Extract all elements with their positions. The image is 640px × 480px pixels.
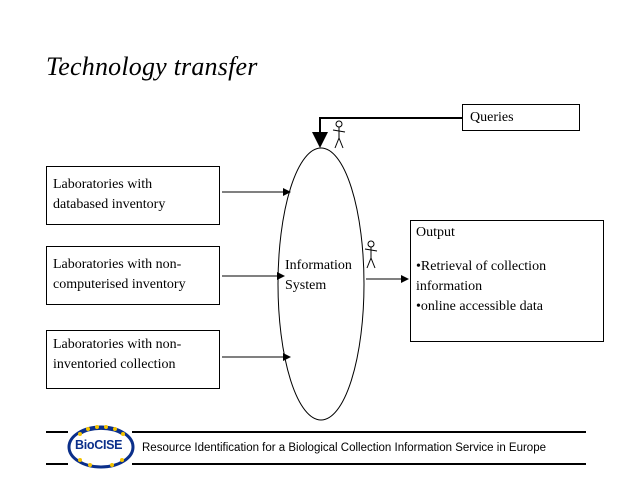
lab-box-line: Laboratories with (53, 177, 153, 192)
slide-title: Technology transfer (46, 52, 258, 81)
info-system-line: Information (285, 258, 352, 273)
logo-stars-icon (67, 425, 135, 469)
info-system-label: Information System (285, 256, 352, 296)
logo-text: BioCISE (75, 438, 123, 452)
stick-figure-icon (364, 240, 378, 269)
info-system-ellipse (277, 147, 365, 421)
lab-inventoried-box: Laboratories with non- inventoried colle… (46, 330, 220, 389)
lab-databased-box: Laboratories with databased inventory (46, 166, 220, 225)
output-item: information (416, 279, 483, 294)
lab-computerised-box: Laboratories with non- computerised inve… (46, 246, 220, 305)
lab-box-line: Laboratories with non- (53, 337, 182, 352)
output-box: Output •Retrieval of collection informat… (410, 220, 604, 342)
output-item: •online accessible data (416, 299, 543, 314)
stick-figure-icon (332, 120, 346, 149)
footer-caption: Resource Identification for a Biological… (142, 442, 546, 454)
queries-box: Queries (462, 104, 580, 131)
biocise-logo: BioCISE (66, 424, 136, 470)
queries-label: Queries (470, 110, 514, 125)
lab-box-line: inventoried collection (53, 357, 176, 372)
info-system-line: System (285, 278, 327, 293)
output-heading: Output (416, 225, 455, 240)
lab-box-line: computerised inventory (53, 277, 186, 292)
output-item: •Retrieval of collection (416, 259, 547, 274)
arrow-queries (312, 117, 462, 148)
lab-box-line: Laboratories with non- (53, 257, 182, 272)
lab-box-line: databased inventory (53, 197, 166, 212)
